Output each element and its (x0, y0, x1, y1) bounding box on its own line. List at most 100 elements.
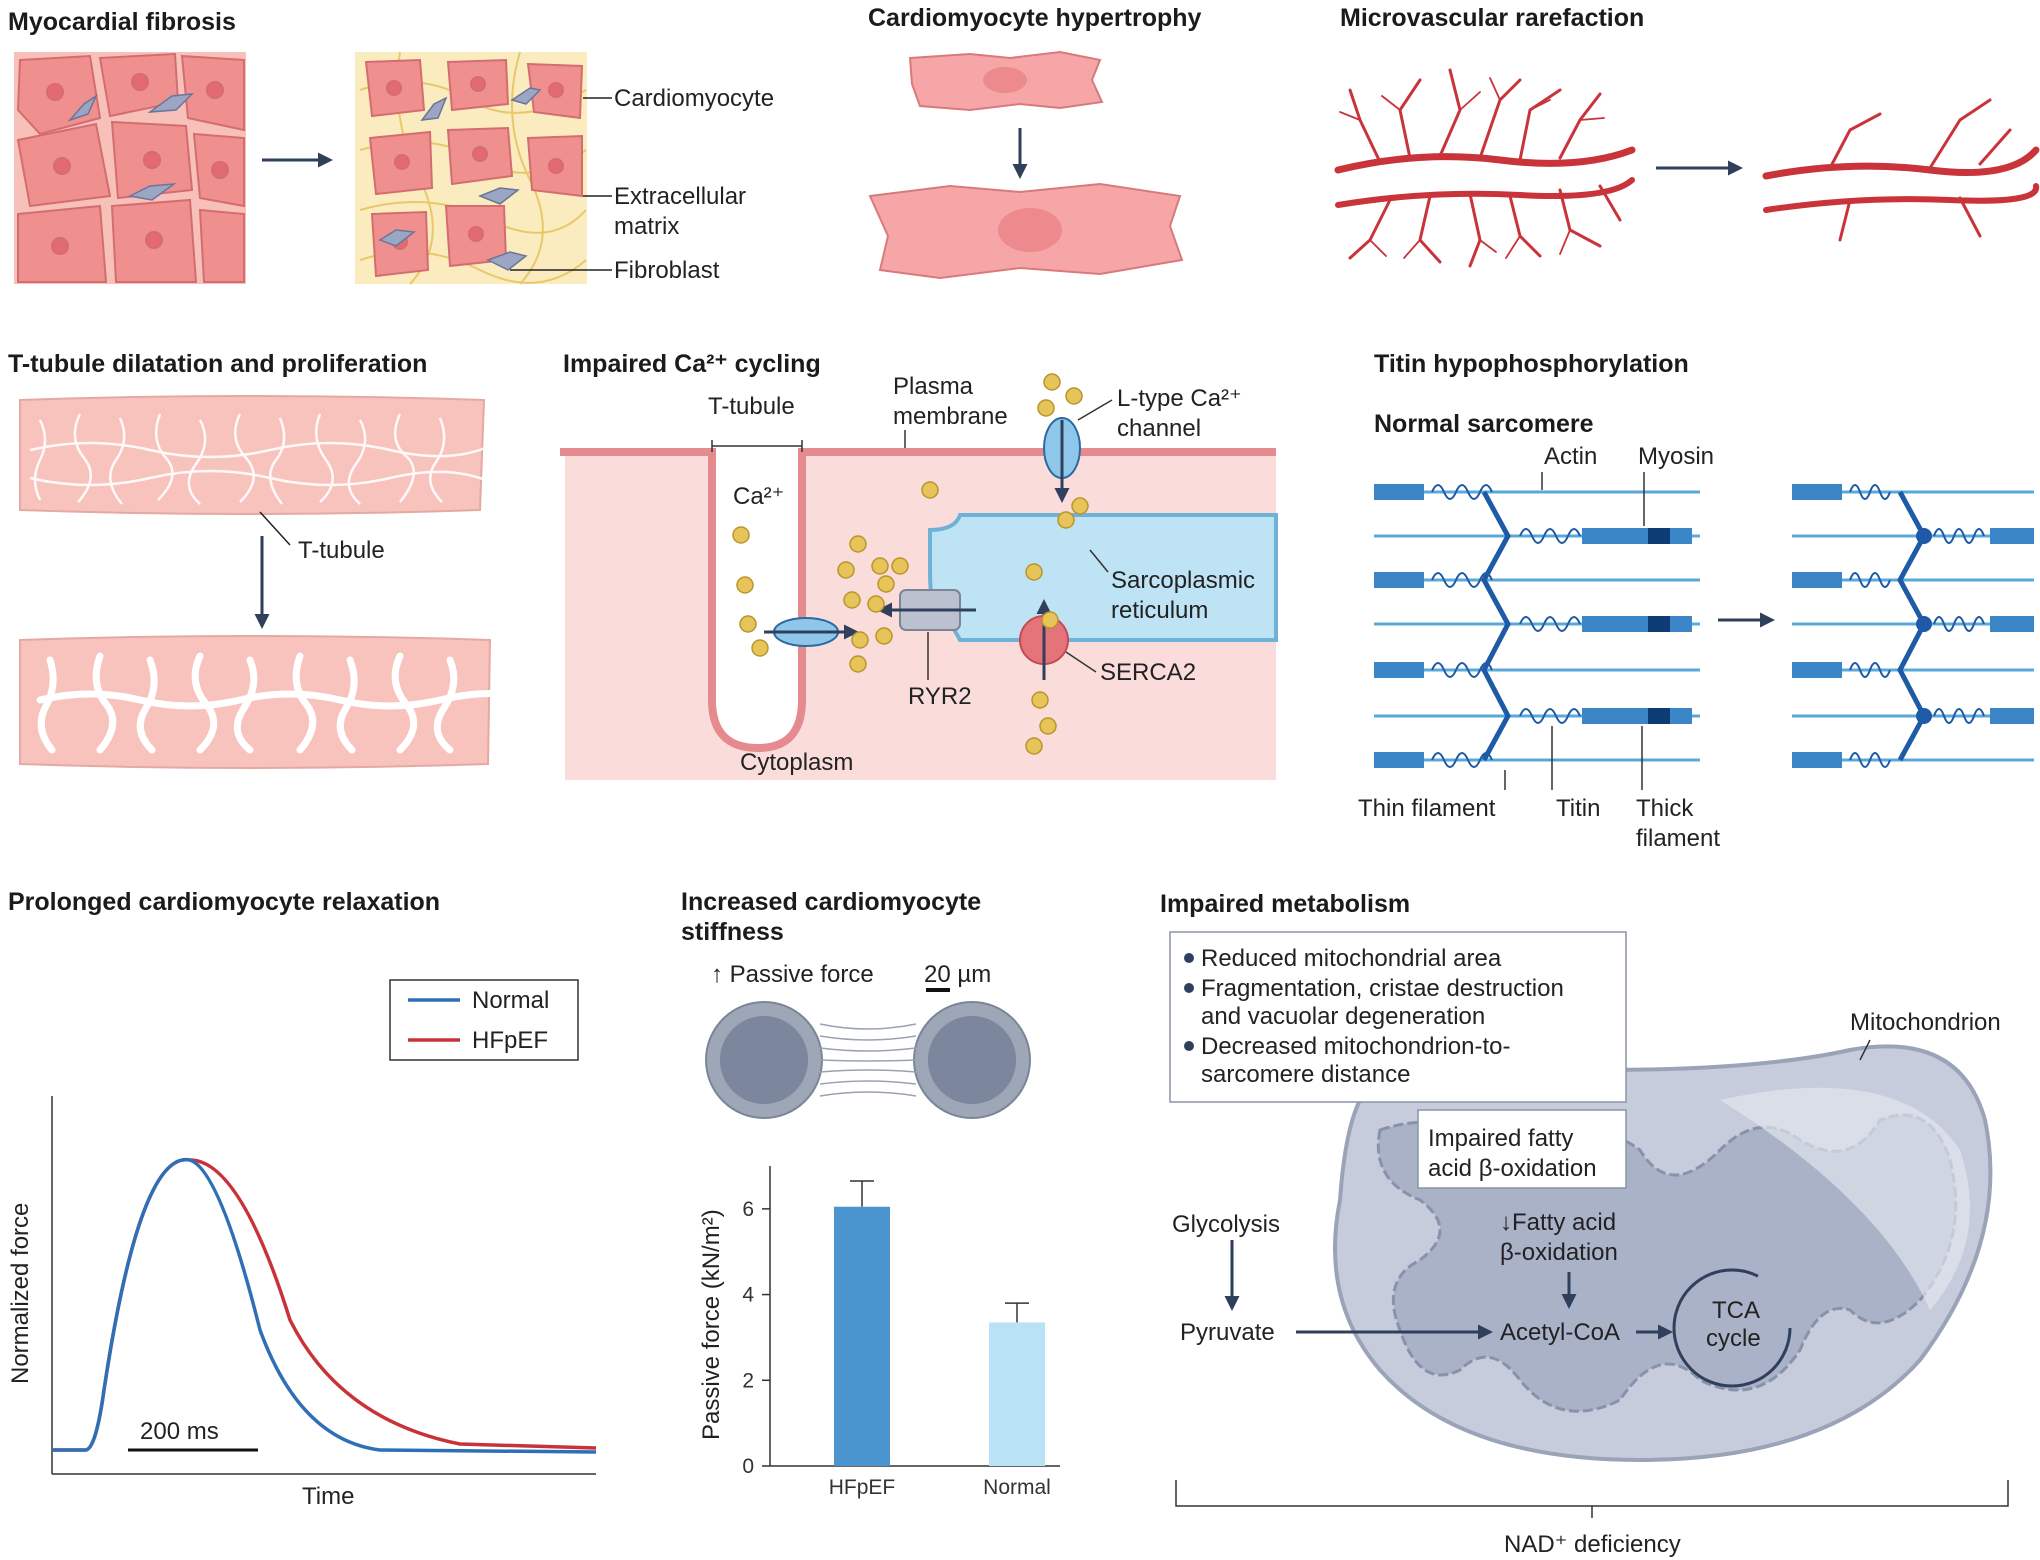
ecm-label-1: Extracellular (614, 183, 746, 210)
plasma-membrane (560, 448, 1276, 753)
thick-label-1: Thick (1636, 795, 1694, 822)
legend-normal-label: Normal (472, 987, 549, 1014)
mitochondrion-inner (1376, 1113, 1958, 1413)
bullet-2b: and vacuolar degeneration (1201, 1003, 1485, 1030)
relaxation-title: Prolonged cardiomyocyte relaxation (8, 888, 440, 916)
stiff-sarcomere (1792, 484, 2034, 768)
passive-force-label: ↑ Passive force (711, 961, 874, 988)
scale-20um-label: 20 µm (924, 961, 991, 988)
dense-vessels (1334, 68, 1636, 268)
legend-hfpef-label: HFpEF (472, 1027, 548, 1054)
normal-sarcomere (1374, 484, 1700, 768)
thick-label-2: filament (1636, 825, 1720, 852)
serca2-label: SERCA2 (1100, 659, 1196, 686)
impaired-fatty-1: Impaired fatty (1428, 1125, 1573, 1152)
panel-calcium: Impaired Ca²⁺ cycling T-tubule Plasma me… (560, 350, 1278, 780)
acetylcoa-label: Acetyl-CoA (1500, 1319, 1620, 1346)
bullet-3b: sarcomere distance (1201, 1061, 1410, 1088)
titin-subtitle: Normal sarcomere (1374, 410, 1594, 438)
bar-y-tick-label: 0 (742, 1455, 754, 1478)
glycolysis-label: Glycolysis (1172, 1211, 1280, 1238)
dilated-ttubule-network (36, 652, 534, 754)
plasma-label-1: Plasma (893, 373, 974, 400)
diseased-myocyte-strip (19, 635, 492, 769)
series-normal-line (52, 1157, 597, 1454)
plasma-label-2: membrane (893, 403, 1008, 430)
hypertrophy-title: Cardiomyocyte hypertrophy (868, 4, 1202, 32)
myosin-label: Myosin (1638, 443, 1714, 470)
panel-stiffness: Increased cardiomyocyte stiffness ↑ Pass… (681, 888, 1060, 1499)
decfatty-label-2: β-oxidation (1500, 1239, 1618, 1266)
normal-myocyte-strip (19, 395, 486, 515)
relaxation-legend: Normal HFpEF (389, 979, 579, 1061)
bar-y-tick-label: 2 (742, 1369, 754, 1392)
ncx-exchanger (764, 617, 859, 647)
panel-titin: Titin hypophosphorylation Normal sarcome… (1358, 350, 2034, 852)
panel-ttubule: T-tubule dilatation and proliferation T-… (8, 350, 534, 769)
ryr2-label: RYR2 (908, 683, 972, 710)
bar-y-tick-label: 6 (742, 1198, 754, 1221)
calcium-ions (732, 373, 1089, 755)
ecm-label-2: matrix (614, 213, 679, 240)
sr-label-2: reticulum (1111, 597, 1208, 624)
ltype-channel (1043, 417, 1081, 503)
panel-myocardial-fibrosis: Myocardial fibrosis (8, 8, 774, 285)
pyruvate-label: Pyruvate (1180, 1319, 1275, 1346)
actin-label: Actin (1544, 443, 1597, 470)
titin-label: Titin (1556, 795, 1600, 822)
cardiomyocyte-label: Cardiomyocyte (614, 85, 774, 112)
decfatty-label-1: ↓Fatty acid (1500, 1209, 1616, 1236)
sparse-vessels (1762, 98, 2040, 242)
metabolism-bullet-box (1169, 931, 1627, 1103)
nad-deficiency-label: NAD⁺ deficiency (1504, 1531, 1681, 1558)
sr-label-1: Sarcoplasmic (1111, 567, 1255, 594)
titin-title: Titin hypophosphorylation (1374, 350, 1689, 378)
nad-bracket (1175, 1480, 2009, 1507)
normal-myocardium-tile (14, 52, 246, 284)
ltype-label-2: channel (1117, 415, 1201, 442)
ttubule-ca-label: Ca²⁺ (733, 483, 784, 510)
bullet-1: Reduced mitochondrial area (1201, 945, 1502, 972)
ttubule-lumen (716, 456, 798, 740)
calcium-ttubule-label: T-tubule (708, 393, 795, 420)
panel-hypertrophy: Cardiomyocyte hypertrophy (868, 4, 1202, 280)
bar-normal (989, 1322, 1045, 1466)
serca2-pump (1019, 599, 1069, 680)
ttubule-label: T-tubule (298, 537, 385, 564)
normal-ttubule-network (29, 413, 491, 505)
relaxation-xlabel: Time (302, 1483, 354, 1510)
ltype-label-1: L-type Ca²⁺ (1117, 385, 1242, 412)
normal-nucleus (983, 67, 1027, 93)
relaxation-ylabel: Normalized force (7, 1203, 34, 1384)
impaired-fatty-box (1417, 1109, 1627, 1189)
stretched-cell-illustration (705, 1001, 1031, 1119)
impaired-fatty-2: acid β-oxidation (1428, 1155, 1597, 1182)
tca-label-1: TCA (1712, 1297, 1760, 1324)
fibrosis-title: Myocardial fibrosis (8, 8, 236, 36)
stiffness-title-2: stiffness (681, 918, 784, 946)
panel-relaxation: Prolonged cardiomyocyte relaxation Norma… (7, 888, 597, 1510)
bar-category-label: HFpEF (829, 1476, 896, 1499)
panel-rarefaction: Microvascular rarefaction (1334, 4, 2040, 268)
panel-metabolism: Impaired metabolism Reduced mitochondria… (1160, 890, 2009, 1558)
tca-cycle-ring (1672, 1268, 1792, 1388)
rarefaction-title: Microvascular rarefaction (1340, 4, 1644, 32)
cytoplasm-label: Cytoplasm (740, 749, 853, 776)
tca-label-2: cycle (1706, 1325, 1761, 1352)
fibrotic-myocardium-tile (355, 51, 587, 285)
ryr2-channel (877, 589, 976, 631)
bar-ylabel: Passive force (kN/m²) (698, 1209, 725, 1440)
calcium-title: Impaired Ca²⁺ cycling (563, 350, 821, 378)
stiffness-title-1: Increased cardiomyocyte (681, 888, 981, 916)
thin-filament-label: Thin filament (1358, 795, 1496, 822)
scalebar-label: 200 ms (140, 1418, 219, 1445)
bar-hfpef (834, 1206, 890, 1466)
ttubule-title: T-tubule dilatation and proliferation (8, 350, 427, 378)
bar-category-label: Normal (983, 1476, 1051, 1499)
mitochondrion-label: Mitochondrion (1850, 1009, 2001, 1036)
metabolism-title: Impaired metabolism (1160, 890, 1410, 918)
series-hfpef-line (52, 1157, 597, 1452)
bar-y-tick-label: 4 (742, 1284, 754, 1307)
